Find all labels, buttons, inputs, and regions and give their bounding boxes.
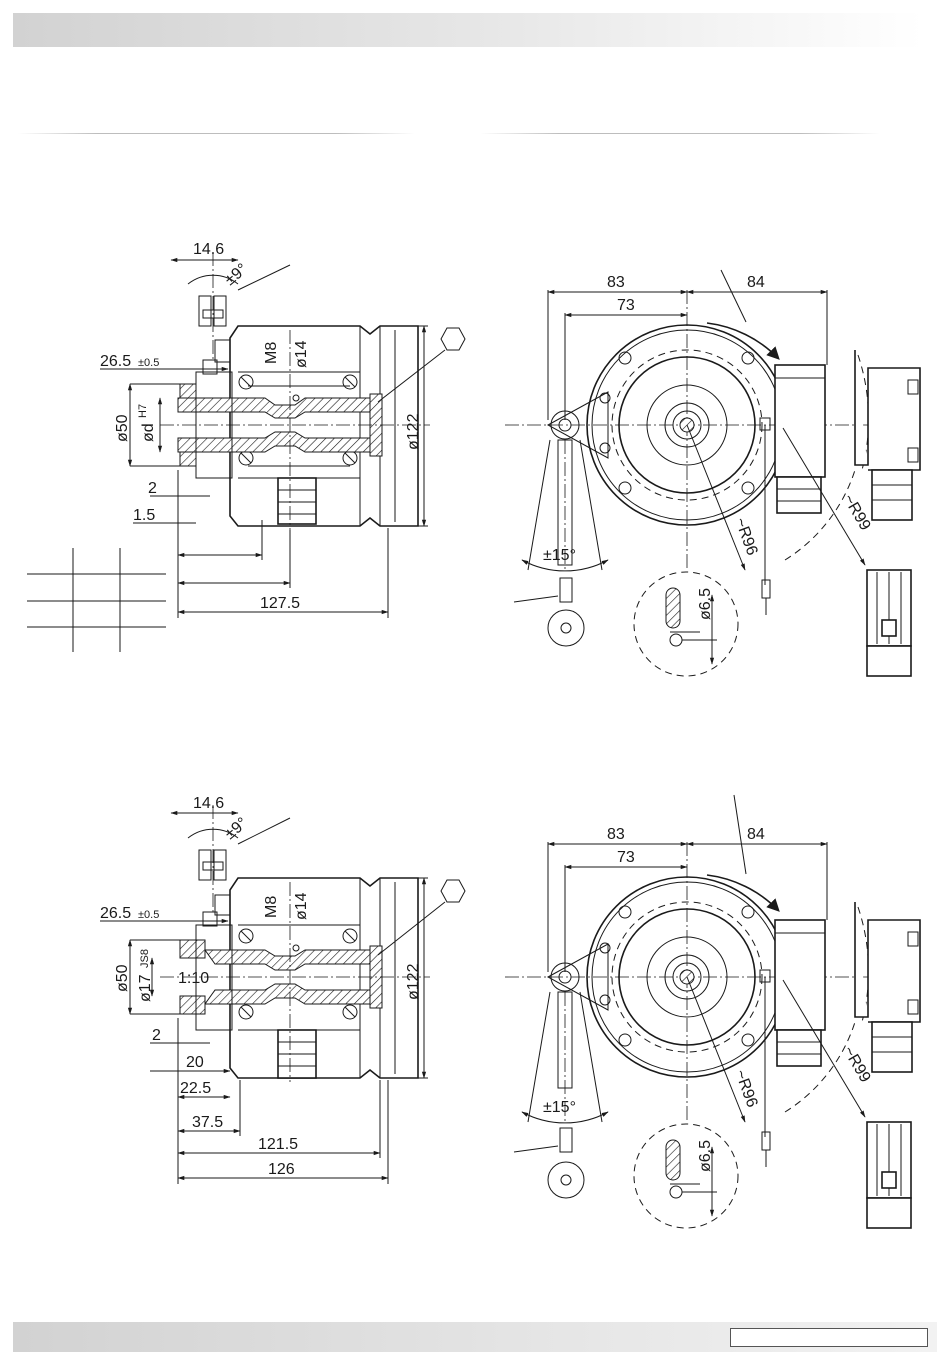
bottom-dim-83: 83 xyxy=(607,826,625,843)
hex-symbol xyxy=(441,328,465,350)
top-front-view: ±15° 83 84 73 ~R96 ~R99 xyxy=(505,270,920,676)
dim-bore: ød xyxy=(140,423,157,442)
bottom-dim-84: 84 xyxy=(747,826,765,843)
dim-26-5: 26.5 xyxy=(100,905,131,922)
top-dim-73: 73 xyxy=(617,297,635,314)
bottom-front-screws xyxy=(600,906,754,1046)
dim-14-6: 14.6 xyxy=(193,241,224,258)
top-dim-r99: ~R99 xyxy=(840,492,874,534)
dim-26-5: 26.5 xyxy=(100,353,131,370)
dim-126: 126 xyxy=(268,1161,295,1178)
hex-symbol xyxy=(441,880,465,902)
bottom-dim-pm15: ±15° xyxy=(543,1099,576,1116)
dim-2: 2 xyxy=(152,1027,161,1044)
dim-26-5-tol: ±0.5 xyxy=(138,909,159,921)
dim-bore-fit: H7 xyxy=(137,404,149,418)
top-dim-d6-5: ø6.5 xyxy=(697,588,714,620)
bottom-dim-r99: ~R99 xyxy=(840,1044,874,1086)
bottom-dim-73: 73 xyxy=(617,849,635,866)
bottom-front-view: ±15° 83 84 73 ~R96 ~R99 ø6.5 xyxy=(505,795,920,1228)
dim-1-5: 1.5 xyxy=(133,507,155,524)
dim-121-5: 121.5 xyxy=(258,1136,298,1153)
dim-bore: ø17 xyxy=(137,974,154,1002)
bottom-dim-r96: ~R96 xyxy=(731,1068,760,1110)
top-dim-pm15: ±15° xyxy=(543,547,576,564)
dim-26-5-tol: ±0.5 xyxy=(138,357,159,369)
dim-dia-14: ø14 xyxy=(293,340,310,368)
dim-dia-14: ø14 xyxy=(293,892,310,920)
dim-taper: 1:10 xyxy=(178,970,209,987)
dim-22-5: 22.5 xyxy=(180,1080,211,1097)
dim-m8: M8 xyxy=(263,896,280,918)
dim-20: 20 xyxy=(186,1054,204,1071)
dim-127-5: 127.5 xyxy=(260,595,300,612)
dim-angle: ±9° xyxy=(222,815,251,843)
top-table-grid xyxy=(27,548,166,652)
dim-m8: M8 xyxy=(263,342,280,364)
dim-14-6: 14.6 xyxy=(193,795,224,812)
dim-dia-122: ø122 xyxy=(405,413,422,450)
dim-dia-50: ø50 xyxy=(114,414,131,442)
dim-dia-50: ø50 xyxy=(114,964,131,992)
top-dim-84: 84 xyxy=(747,274,765,291)
dim-bore-fit: JS8 xyxy=(139,949,151,968)
dim-37-5: 37.5 xyxy=(192,1114,223,1131)
dim-angle: ±9° xyxy=(222,261,251,289)
bottom-dim-d6-5: ø6.5 xyxy=(697,1140,714,1172)
dim-dia-122: ø122 xyxy=(405,963,422,1000)
top-side-view: 14.6 ±9° 26.5 ±0.5 ø50 ød H7 2 1.5 127.5… xyxy=(27,241,465,652)
top-dim-r96: ~R96 xyxy=(731,516,760,558)
top-dim-83: 83 xyxy=(607,274,625,291)
bottom-side-view: 14.6 ±9° 26.5 ±0.5 ø50 ø17 JS8 1:10 2 20… xyxy=(100,795,465,1184)
dim-2: 2 xyxy=(148,480,157,497)
